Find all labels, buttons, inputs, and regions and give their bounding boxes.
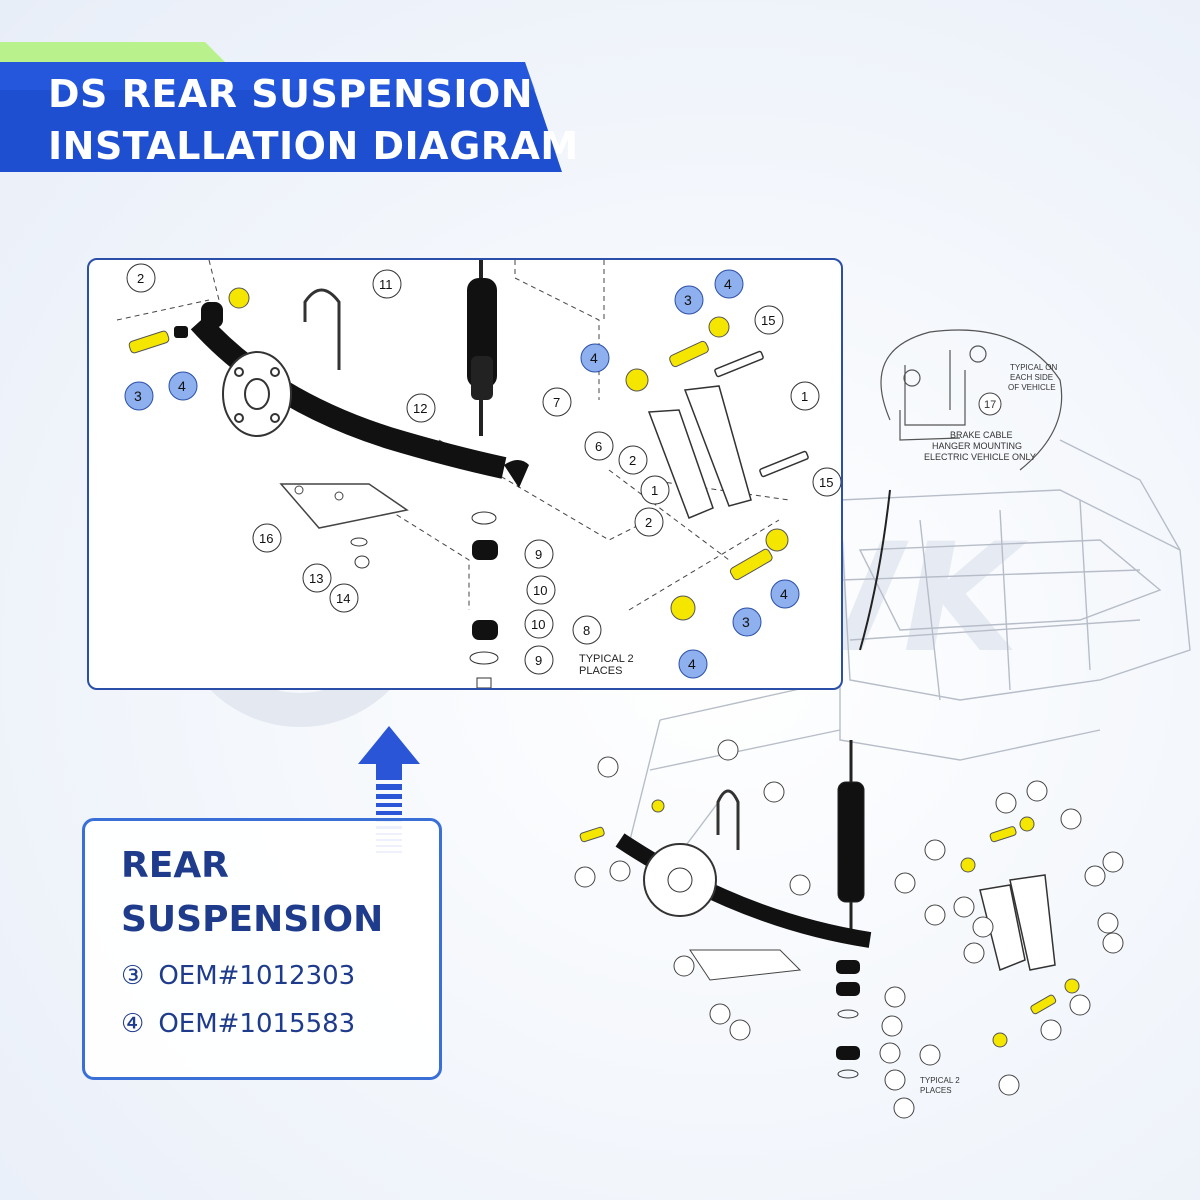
info-box: REAR SUSPENSION ③ OEM#1012303 ④ OEM#101558…: [82, 818, 442, 1080]
svg-text:15: 15: [761, 313, 775, 328]
vehicle-frame-sketch: [629, 439, 1191, 881]
svg-text:PLACES: PLACES: [920, 1086, 952, 1095]
oem-item-marker: ④: [121, 1009, 145, 1039]
white-callouts-zoom: [126, 263, 841, 675]
svg-text:12: 12: [413, 401, 427, 416]
oem-item-4: ④ OEM#1015583: [121, 1009, 355, 1039]
blue-callouts-zoom: [124, 269, 800, 679]
svg-text:11: 11: [379, 277, 393, 292]
shock-absorber-zoom: [467, 260, 497, 436]
svg-text:9: 9: [535, 547, 542, 562]
svg-text:7: 7: [553, 395, 560, 410]
info-title: REAR SUSPENSION: [121, 839, 383, 947]
svg-text:14: 14: [336, 591, 350, 606]
svg-text:8: 8: [583, 623, 590, 638]
svg-text:HANGER MOUNTING: HANGER MOUNTING: [932, 441, 1022, 451]
title-line-2: INSTALLATION DIAGRAM: [48, 124, 579, 168]
svg-text:TYPICAL 2: TYPICAL 2: [920, 1076, 960, 1085]
oem-item-3: ③ OEM#1012303: [121, 961, 355, 991]
svg-text:4: 4: [688, 656, 696, 672]
oem-item-marker: ③: [121, 961, 145, 991]
svg-text:ELECTRIC VEHICLE ONLY: ELECTRIC VEHICLE ONLY: [924, 452, 1036, 462]
svg-text:10: 10: [531, 617, 545, 632]
mounting-plate-zoom: [279, 483, 409, 529]
svg-text:13: 13: [309, 571, 323, 586]
svg-text:EACH SIDE: EACH SIDE: [1010, 373, 1053, 382]
wheel-hub-zoom: [222, 351, 292, 437]
svg-text:1: 1: [651, 483, 658, 498]
small-callouts: [574, 739, 1124, 1119]
svg-text:1: 1: [801, 389, 808, 404]
svg-text:6: 6: [595, 439, 602, 454]
svg-text:2: 2: [645, 515, 652, 530]
svg-text:10: 10: [533, 583, 547, 598]
info-title-line-2: SUSPENSION: [121, 899, 384, 940]
svg-text:PLACES: PLACES: [579, 665, 622, 677]
svg-text:16: 16: [259, 531, 273, 546]
title-line-1: DS REAR SUSPENSION: [48, 72, 534, 116]
svg-text:17: 17: [984, 399, 996, 411]
shackles-zoom: [647, 385, 752, 519]
svg-text:OF VEHICLE: OF VEHICLE: [1008, 383, 1056, 392]
svg-text:3: 3: [742, 614, 750, 630]
svg-text:3: 3: [134, 388, 142, 404]
bushings-zoom: [350, 511, 499, 688]
svg-text:TYPICAL 2: TYPICAL 2: [579, 653, 634, 665]
highlight-parts-zoom: [128, 287, 789, 621]
svg-text:2: 2: [629, 453, 636, 468]
page-title: DS REAR SUSPENSION INSTALLATION DIAGRAM: [48, 68, 579, 172]
svg-text:4: 4: [590, 350, 598, 366]
svg-text:2: 2: [137, 271, 144, 286]
svg-text:TYPICAL ON: TYPICAL ON: [1010, 363, 1057, 372]
shock-absorber: [837, 740, 865, 940]
svg-text:4: 4: [780, 586, 788, 602]
svg-text:BRAKE CABLE: BRAKE CABLE: [950, 430, 1013, 440]
oem-item-text: OEM#1015583: [158, 1009, 356, 1039]
svg-text:9: 9: [535, 653, 542, 668]
brake-cable-detail: [859, 329, 1063, 651]
info-title-line-1: REAR: [121, 845, 229, 886]
svg-text:3: 3: [684, 292, 692, 308]
full-diagram: TYPICAL ON EACH SIDE OF VEHICLE 17 BRAKE…: [574, 329, 1191, 1119]
svg-text:15: 15: [819, 475, 833, 490]
oem-item-text: OEM#1012303: [158, 961, 356, 991]
svg-text:4: 4: [724, 276, 732, 292]
u-bolt-zoom: [303, 288, 341, 370]
title-banner: [0, 42, 562, 172]
svg-text:4: 4: [178, 378, 186, 394]
highlight-parts-small: [579, 799, 1080, 1048]
